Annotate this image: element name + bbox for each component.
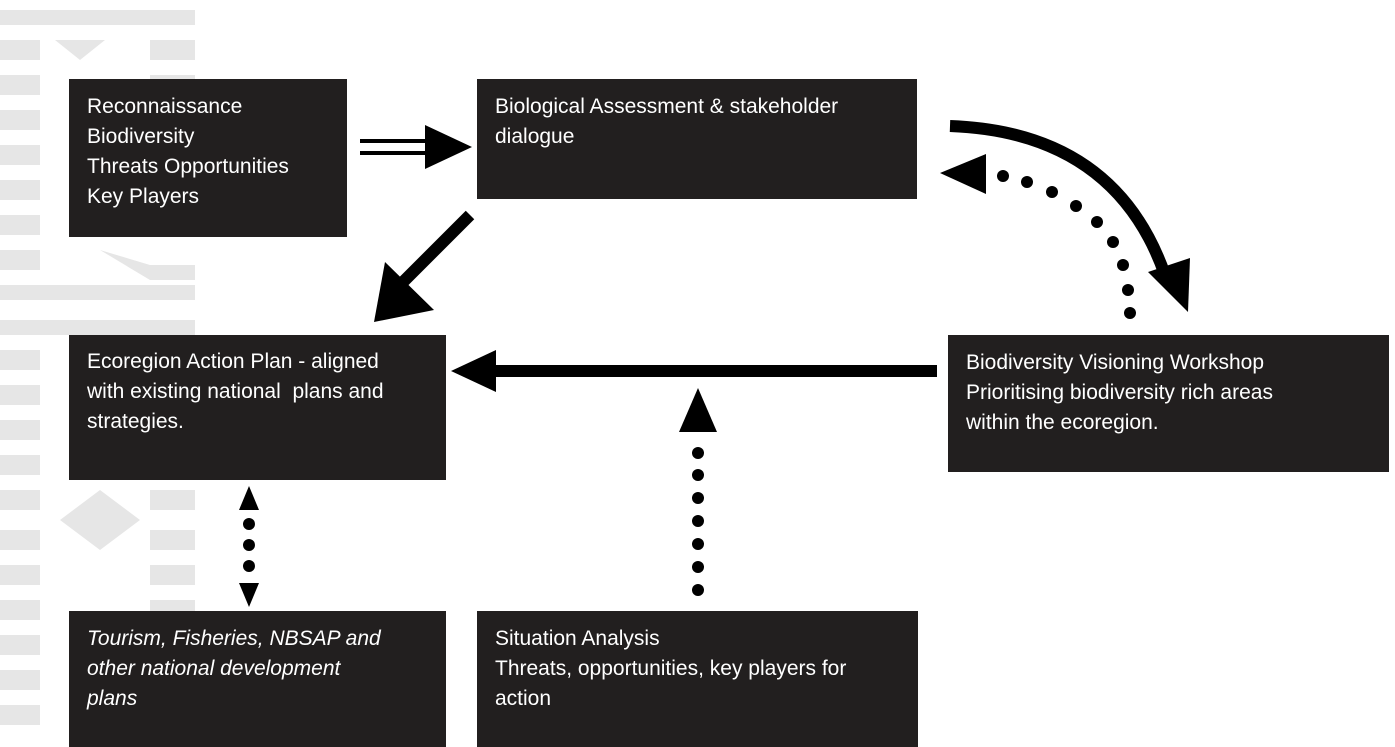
- situation-line-2: Threats, opportunities, key players for: [495, 657, 847, 680]
- national-plans-line-3: plans: [87, 687, 138, 710]
- dotted-arrow-situation-up: [679, 388, 717, 596]
- situation-analysis-box: Situation Analysis Threats, opportunitie…: [477, 611, 918, 747]
- arrow-assessment-to-action-plan: [374, 210, 475, 322]
- reconnaissance-box: Reconnaissance Biodiversity Threats Oppo…: [69, 79, 347, 237]
- action-plan-line-1: Ecoregion Action Plan - aligned: [87, 350, 379, 373]
- biological-assessment-line-1: Biological Assessment & stakeholder: [495, 95, 839, 118]
- action-plan-line-2: with existing national plans and: [87, 380, 384, 403]
- visioning-line-3: within the ecoregion.: [966, 411, 1159, 434]
- arrow-visioning-to-action-plan: [451, 350, 937, 392]
- reconnaissance-line-2: Biodiversity: [87, 125, 195, 148]
- visioning-workshop-box: Biodiversity Visioning Workshop Prioriti…: [948, 335, 1389, 472]
- double-arrow-recon-to-assessment: [360, 125, 472, 169]
- reconnaissance-line-3: Threats Opportunities: [87, 155, 289, 178]
- dotted-double-arrow-action-plan-tourism: [239, 486, 259, 607]
- situation-line-1: Situation Analysis: [495, 627, 660, 650]
- biological-assessment-box: Biological Assessment & stakeholder dial…: [477, 79, 917, 199]
- biological-assessment-line-2: dialogue: [495, 125, 575, 148]
- dotted-arrow-visioning-to-assessment: [940, 154, 1136, 319]
- visioning-line-1: Biodiversity Visioning Workshop: [966, 351, 1265, 374]
- situation-line-3: action: [495, 687, 552, 710]
- visioning-line-2: Prioritising biodiversity rich areas: [966, 381, 1273, 404]
- national-plans-box: Tourism, Fisheries, NBSAP and other nati…: [69, 611, 446, 747]
- reconnaissance-line-1: Reconnaissance: [87, 95, 243, 118]
- national-plans-line-2: other national development: [87, 657, 341, 680]
- curved-arrow-assessment-to-visioning: [949, 120, 1190, 312]
- reconnaissance-line-4: Key Players: [87, 185, 200, 208]
- action-plan-line-3: strategies.: [87, 410, 184, 433]
- ecoregion-action-plan-box: Ecoregion Action Plan - aligned with exi…: [69, 335, 446, 480]
- national-plans-line-1: Tourism, Fisheries, NBSAP and: [87, 627, 381, 650]
